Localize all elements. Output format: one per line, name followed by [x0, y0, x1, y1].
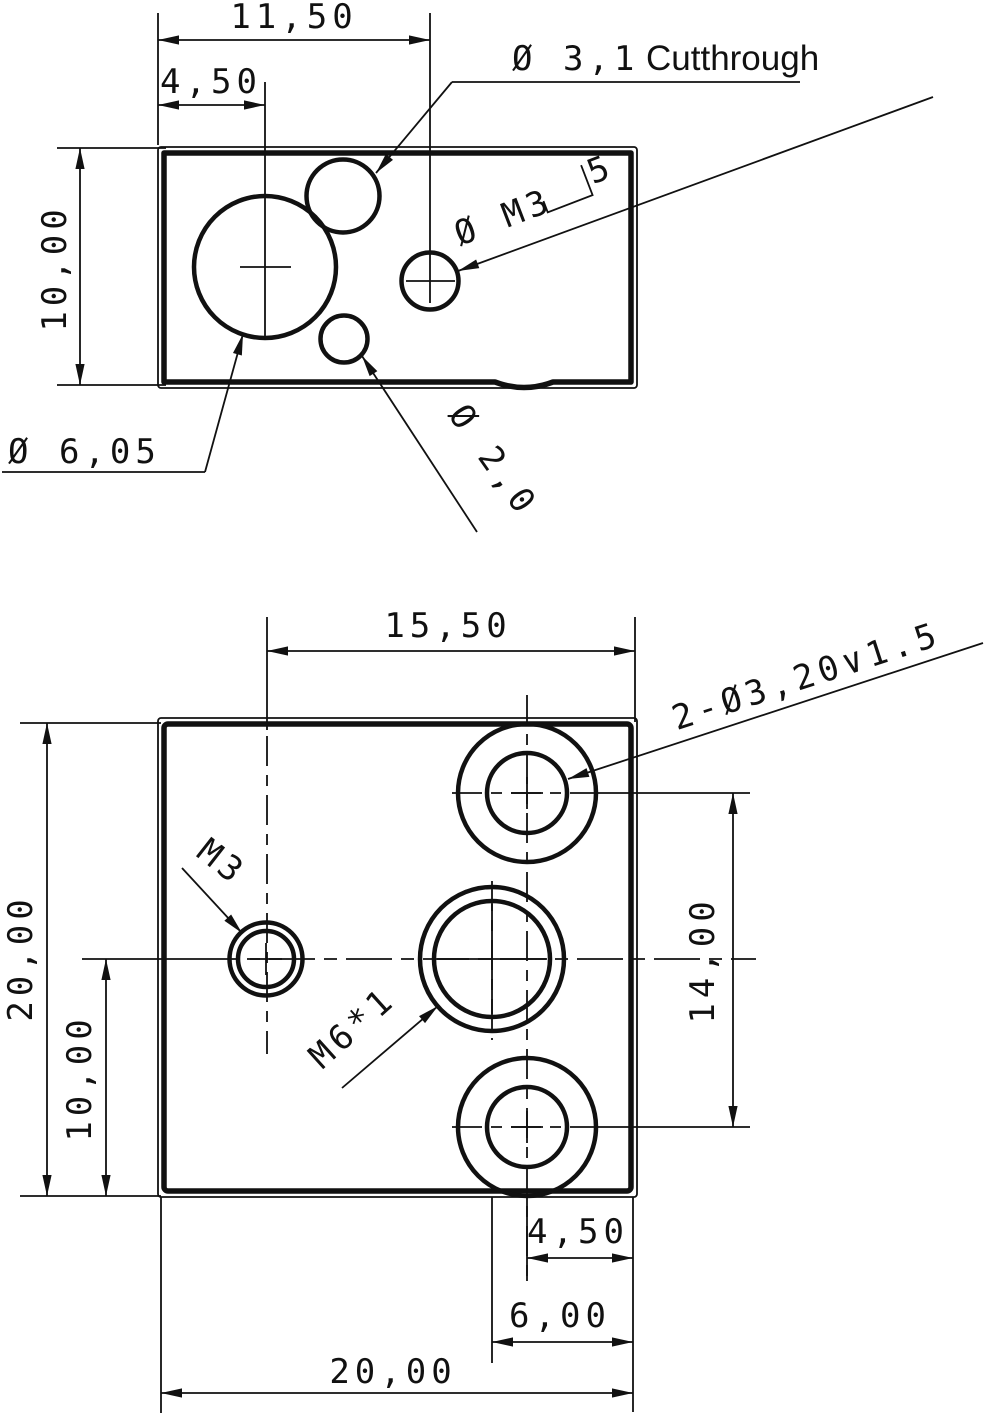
leader-line — [341, 1005, 439, 1089]
leader-bore: Ø 6,05 — [2, 333, 244, 473]
dim-14-00: 14,00 — [598, 792, 750, 1128]
dim-11-50: 11,50 — [157, 0, 430, 145]
label-small-hole: Ø 2,0 — [440, 397, 546, 524]
hole-3-1-cutthrough — [304, 157, 382, 235]
leader-m3-bottom: M3 — [181, 831, 254, 934]
label-bore: Ø 6,05 — [8, 432, 161, 472]
dim-15-50: 15,50 — [266, 606, 636, 730]
depth-symbol-icon — [542, 164, 594, 214]
leader-line — [204, 333, 244, 473]
leader-line — [457, 96, 934, 272]
dim-text: 20,00 — [329, 1352, 456, 1392]
label-m3: M3 — [189, 831, 254, 894]
dim-10-00-bottom: 10,00 — [60, 958, 192, 1196]
dim-text: 11,50 — [230, 0, 357, 37]
label-dia: Ø 3,1 — [512, 39, 639, 79]
top-view-outer-outline — [157, 146, 638, 389]
leader-line — [567, 642, 984, 780]
bottom-view-outer-outline — [157, 717, 638, 1198]
dim-20-00-bottom: 20,00 — [160, 1197, 633, 1413]
leader-line — [181, 867, 243, 934]
bottom-view: 15,50 20,00 10,00 14,00 2-Ø3,20∨1.5 — [1, 606, 984, 1413]
dim-10-00-top: 10,00 — [35, 147, 166, 386]
dim-text: 15,50 — [384, 606, 511, 646]
leader-line — [361, 355, 478, 533]
hole-2-0 — [318, 313, 370, 365]
dim-20-00-left: 20,00 — [1, 722, 161, 1197]
leader-cutthrough: Ø 3,1 Cutthrough — [375, 39, 819, 174]
dim-text: 4,50 — [160, 62, 262, 102]
dim-text: 20,00 — [1, 894, 41, 1021]
label-tap: Ø M3 — [449, 181, 558, 255]
dim-text: 6,00 — [509, 1296, 611, 1336]
bottom-view-block-outline — [161, 721, 634, 1194]
top-view-block-outline — [161, 150, 634, 391]
label-counterbore: 2-Ø3,20∨1.5 — [667, 614, 946, 739]
leader-line — [375, 81, 453, 174]
centerlines — [192, 695, 756, 1282]
leader-m6: M6*1 — [301, 979, 439, 1089]
dim-text: 14,00 — [683, 896, 723, 1023]
label-m6: M6*1 — [301, 979, 403, 1077]
top-view: 11,50 4,50 10,00 Ø 3,1 Cutthrough Ø M3 — [2, 0, 934, 533]
label-word: Cutthrough — [646, 39, 819, 78]
dim-4-50-top: 4,50 — [158, 62, 265, 110]
dim-4-50-bottom: 4,50 — [526, 1197, 634, 1412]
tap-callout-group: Ø M3 5 — [449, 146, 620, 255]
dim-6-00: 6,00 — [491, 1197, 633, 1363]
dim-text: 10,00 — [60, 1014, 100, 1141]
leader-m3-tap: Ø M3 5 — [449, 96, 934, 272]
dim-text: 4,50 — [527, 1212, 629, 1252]
dim-text: 10,00 — [35, 204, 75, 331]
